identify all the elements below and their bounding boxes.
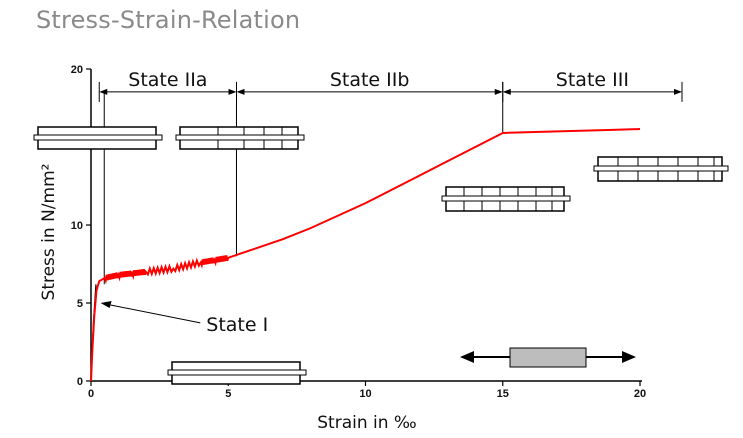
state-range-arrow-left xyxy=(99,88,108,95)
state-range-label: State IIb xyxy=(330,69,410,91)
tension-specimen-icon xyxy=(460,347,636,368)
specimen-uncracked-icon xyxy=(33,126,163,150)
x-axis-label: Strain in ‰ xyxy=(317,413,416,433)
x-tick-label: 15 xyxy=(497,388,509,400)
y-tick-label: 10 xyxy=(71,220,83,232)
state-i-arrow-line xyxy=(110,304,201,324)
state-i-arrow-head xyxy=(100,301,112,308)
state-range-arrow-right xyxy=(674,88,682,95)
chart-axes xyxy=(90,69,642,382)
y-tick-label: 5 xyxy=(77,298,83,310)
state-range-label: State III xyxy=(556,69,629,91)
state-range-arrow-left xyxy=(502,88,511,95)
y-axis-label: Stress in N/mm² xyxy=(39,164,59,301)
state-range-label: State IIa xyxy=(128,69,207,91)
x-tick-label: 10 xyxy=(359,388,371,400)
x-tick-label: 20 xyxy=(634,388,646,400)
y-tick-label: 0 xyxy=(77,376,83,388)
page-title: Stress-Strain-Relation xyxy=(36,6,301,34)
stress-strain-series xyxy=(90,128,641,382)
state-i-label: State I xyxy=(206,314,268,336)
chart-curves xyxy=(90,128,641,382)
state-range-arrow-right xyxy=(494,88,503,95)
specimen-yielding-icon xyxy=(593,156,729,182)
state-guide-lines xyxy=(103,91,504,285)
x-tick-label: 0 xyxy=(88,388,94,400)
chart-ticks: 0 5 10 15 20 0 5 10 20 xyxy=(71,64,646,400)
y-tick-label: 20 xyxy=(71,64,83,76)
specimen-many-cracks-icon xyxy=(441,186,571,212)
state-range-arrow-left xyxy=(236,88,245,95)
specimen-few-cracks-icon xyxy=(175,126,305,150)
annotations: State I xyxy=(100,301,268,336)
state-range-arrow-right xyxy=(228,88,237,95)
specimen-state-i-icon xyxy=(167,361,307,385)
x-tick-label: 5 xyxy=(225,388,231,400)
state-ranges: State IIa State IIb State III xyxy=(98,69,683,102)
